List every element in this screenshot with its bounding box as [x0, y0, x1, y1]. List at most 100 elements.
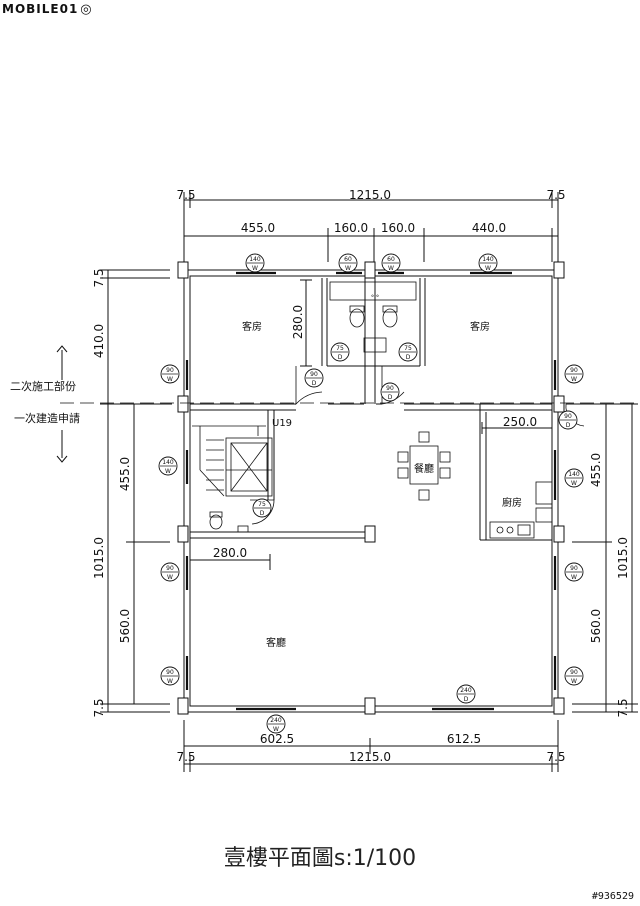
dim-top-seg3: 160.0 [381, 221, 415, 235]
tag-type-label: D [338, 354, 343, 361]
tag-size-label: 240 [460, 687, 472, 694]
dim-left-455: 455.0 [118, 457, 132, 491]
tag-w90-right-upper: 90W [564, 364, 584, 384]
tag-type-label: W [167, 678, 173, 685]
dim-left-410: 410.0 [92, 324, 106, 358]
tag-w60-top-2: 60W [381, 253, 401, 273]
tag-size-label: 90 [166, 669, 174, 676]
tag-size-label: 140 [568, 471, 580, 478]
tag-type-label: W [485, 265, 491, 272]
dim-right-total: 1015.0 [616, 537, 630, 579]
dim-top-left-edge: 7.5 [176, 188, 195, 202]
dim-bottom-total: 1215.0 [349, 750, 391, 764]
tag-d90-guest-right: 90D [380, 382, 400, 402]
tag-type-label: D [464, 696, 469, 703]
dim-bottom-seg1: 602.5 [260, 732, 294, 746]
tag-w60-top-1: 60W [338, 253, 358, 273]
tag-type-label: W [167, 376, 173, 383]
right-dimensions: 455.0 560.0 1015.0 7.5 [566, 403, 638, 718]
tag-d75-stair: 75D [252, 498, 272, 518]
tag-type-label: W [571, 480, 577, 487]
stair-elevator: U19 [192, 418, 292, 533]
tag-d75-bath-2: 75D [398, 342, 418, 362]
dim-inner-280-vertical: 280.0 [291, 305, 305, 339]
interior-walls [60, 278, 640, 541]
tag-size-label: 240 [270, 717, 282, 724]
tag-type-label: W [571, 376, 577, 383]
tag-type-label: W [273, 726, 279, 733]
tag-type-label: W [571, 574, 577, 581]
tag-size-label: 60 [387, 256, 395, 263]
tag-d75-bath-1: 75D [330, 342, 350, 362]
tag-type-label: D [388, 394, 393, 401]
globe-icon: ◎ [80, 2, 93, 17]
windows [185, 271, 557, 711]
dining-set [397, 431, 451, 501]
exterior-walls [177, 261, 565, 715]
tag-size-label: 90 [310, 371, 318, 378]
tag-size-label: 90 [570, 367, 578, 374]
top-dimensions: 7.5 1215.0 7.5 455.0 160.0 160.0 440.0 [176, 188, 566, 262]
watermark-text: MOBILE01 [2, 2, 79, 16]
section-upper-label: 二次施工部份 [10, 379, 76, 393]
kitchen-fixtures [489, 481, 553, 539]
tag-size-label: 60 [344, 256, 352, 263]
tag-size-label: 90 [386, 385, 394, 392]
tag-size-label: 75 [336, 345, 344, 352]
tag-size-label: 90 [166, 367, 174, 374]
tag-type-label: W [388, 265, 394, 272]
tag-type-label: W [345, 265, 351, 272]
tag-type-label: D [312, 380, 317, 387]
dim-top-total: 1215.0 [349, 188, 391, 202]
tag-type-label: D [260, 510, 265, 517]
dim-top-seg4: 440.0 [472, 221, 506, 235]
tag-type-label: D [566, 422, 571, 429]
dim-right-560: 560.0 [589, 609, 603, 643]
dim-right-bottom-edge: 7.5 [616, 698, 630, 717]
tag-size-label: 75 [404, 345, 412, 352]
tag-size-label: 90 [570, 669, 578, 676]
dim-bottom-right-edge: 7.5 [546, 750, 565, 764]
room-kitchen: 廚房 [502, 496, 522, 509]
inner-dimensions: 280.0 250.0 280.0 [190, 279, 552, 570]
tag-w90-right-low2: 90W [564, 666, 584, 686]
tag-w90-right-low1: 90W [564, 562, 584, 582]
dim-left-560: 560.0 [118, 609, 132, 643]
dim-left-bottom-edge: 7.5 [92, 698, 106, 717]
watermark-logo: MOBILE01◎ [2, 2, 93, 17]
drawing-title: 壹樓平面圖s:1/100 [223, 846, 417, 871]
tag-size-label: 140 [249, 256, 261, 263]
dim-top-seg2: 160.0 [334, 221, 368, 235]
section-markers: 二次施工部份 一次建造申請 [10, 345, 80, 463]
tag-type-label: D [406, 354, 411, 361]
dim-top-right-edge: 7.5 [546, 188, 565, 202]
room-guest-right: 客房 [470, 320, 490, 333]
dim-bottom-left-edge: 7.5 [176, 750, 195, 764]
tag-size-label: 140 [162, 459, 174, 466]
tag-size-label: 75 [258, 501, 266, 508]
dim-inner-250: 250.0 [503, 415, 537, 429]
tag-w90-left-low2: 90W [160, 666, 180, 686]
tag-w90-left-low1: 90W [160, 562, 180, 582]
tag-size-label: 90 [570, 565, 578, 572]
dim-bottom-seg2: 612.5 [447, 732, 481, 746]
tag-type-label: W [252, 265, 258, 272]
section-lower-label: 一次建造申請 [14, 411, 80, 425]
tag-type-label: W [571, 678, 577, 685]
tag-size-label: 90 [564, 413, 572, 420]
bottom-dimensions: 602.5 612.5 7.5 1215.0 7.5 [176, 720, 566, 772]
door-swings [250, 366, 585, 525]
room-guest-left: 客房 [242, 320, 262, 333]
tag-type-label: W [165, 468, 171, 475]
tag-d90-guest-left: 90D [304, 368, 324, 388]
room-dining: 餐廳 [414, 462, 434, 475]
tag-d90-right-entry: 90D [558, 410, 578, 430]
left-dimensions: 7.5 410.0 1015.0 7.5 455.0 560.0 [92, 268, 172, 718]
